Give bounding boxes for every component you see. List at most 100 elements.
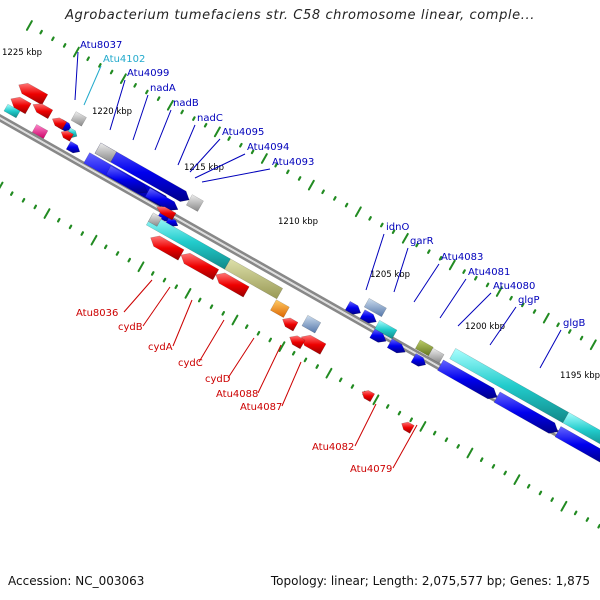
tick-mark-upper — [438, 255, 443, 261]
tick-mark-lower — [513, 474, 521, 485]
accession-text: Accession: NC_003063 — [8, 574, 145, 588]
callout-line — [392, 424, 418, 469]
tick-mark-lower — [9, 191, 14, 196]
gene-label-reverse: cydB — [118, 322, 143, 333]
tick-mark-upper — [380, 222, 384, 228]
tick-mark-lower — [231, 314, 239, 326]
tick-mark-lower — [385, 404, 390, 409]
reverse-gene-arrow — [156, 206, 177, 221]
gene-box — [94, 142, 117, 163]
gene-box — [562, 412, 600, 445]
tick-mark-upper — [415, 242, 419, 248]
gene-label-forward: nadC — [197, 113, 223, 124]
tick-label: 1200 kbp — [465, 322, 505, 332]
callout-line — [439, 278, 467, 319]
callout-line — [123, 279, 153, 313]
genes-layer — [3, 82, 600, 463]
gene-box — [301, 314, 322, 334]
tick-mark-upper — [556, 322, 560, 328]
callout-line — [201, 168, 271, 183]
gene-box — [363, 297, 387, 318]
callout-line — [257, 344, 282, 394]
callout-line — [142, 286, 171, 327]
gene-box — [3, 103, 21, 119]
gene-label-forward: Atu4080 — [493, 281, 535, 292]
reverse-gene-arrow — [215, 272, 250, 298]
tick-mark-upper — [133, 83, 137, 88]
tick-mark-lower — [115, 251, 120, 256]
tick-mark-lower — [0, 181, 4, 190]
forward-gene-arrow — [65, 140, 81, 154]
gene-label-forward: Atu4093 — [272, 157, 314, 168]
tick-mark-lower — [80, 231, 85, 236]
tick-mark-upper — [72, 46, 80, 58]
callout-line — [189, 138, 221, 173]
tick-mark-upper — [448, 259, 456, 271]
tick-mark-lower — [538, 490, 543, 496]
gene-label-forward: Atu4102 — [103, 54, 145, 65]
tick-mark-lower — [479, 457, 484, 462]
gene-label-forward: glgP — [518, 295, 540, 306]
tick-mark-upper — [297, 176, 302, 181]
tick-mark-lower — [268, 337, 273, 343]
forward-gene-arrow — [105, 165, 148, 194]
tick-mark-upper — [462, 269, 466, 274]
tick-mark-upper — [579, 335, 584, 341]
tick-mark-upper — [180, 109, 184, 115]
reverse-gene-arrow — [282, 317, 299, 332]
tick-mark-lower — [526, 483, 531, 489]
tick-mark-lower — [21, 197, 26, 203]
tick-label: 1210 kbp — [278, 217, 318, 227]
reverse-gene-arrow — [180, 252, 220, 281]
tick-mark-lower — [184, 288, 192, 299]
tick-mark-upper — [589, 339, 597, 351]
gene-label-forward: Atu4083 — [441, 252, 483, 263]
forward-gene-arrow — [165, 216, 179, 227]
tick-mark-lower — [585, 517, 590, 522]
tick-mark-lower — [90, 234, 98, 246]
tick-mark-lower — [174, 284, 179, 290]
tick-mark-lower — [127, 257, 132, 263]
reverse-gene-arrow — [32, 103, 54, 120]
callout-line — [365, 233, 385, 291]
callout-line — [172, 299, 193, 347]
map-title: Agrobacterium tumefaciens str. C58 chrom… — [65, 8, 535, 23]
callout-line — [177, 124, 196, 166]
tick-mark-lower — [338, 377, 343, 383]
callout-line — [74, 51, 79, 101]
reverse-gene-arrow — [401, 421, 415, 434]
tick-mark-lower — [444, 437, 449, 443]
tick-mark-upper — [51, 36, 55, 42]
gene-label-reverse: Atu4088 — [216, 389, 258, 400]
tick-mark-upper — [521, 302, 525, 308]
forward-gene-arrow — [437, 359, 498, 400]
forward-gene-arrow — [359, 309, 377, 324]
tick-mark-lower — [503, 470, 507, 476]
reverse-gene-arrow — [289, 335, 306, 350]
tick-mark-lower — [56, 217, 61, 223]
tick-mark-lower — [419, 421, 427, 432]
tick-mark-upper — [109, 69, 114, 75]
tick-mark-upper — [250, 149, 255, 155]
gene-label-forward: Atu4095 — [222, 127, 264, 138]
tick-mark-lower — [491, 464, 496, 469]
gene-label-forward: nadA — [150, 83, 176, 94]
callout-line — [457, 292, 492, 327]
tick-mark-upper — [260, 153, 268, 164]
gene-label-forward: Atu4094 — [247, 142, 289, 153]
tick-mark-lower — [303, 357, 308, 363]
tick-label: 1205 kbp — [370, 270, 410, 280]
tick-mark-lower — [197, 297, 202, 303]
gene-label-reverse: cydD — [205, 374, 231, 385]
tick-label: 1215 kbp — [184, 163, 224, 173]
tick-mark-upper — [368, 216, 372, 221]
tick-mark-upper — [321, 189, 325, 195]
tick-mark-upper — [344, 202, 349, 208]
tick-mark-upper — [239, 142, 243, 148]
tick-mark-lower — [256, 330, 261, 336]
callout-line — [413, 263, 440, 303]
tick-mark-upper — [119, 73, 127, 85]
gene-box — [70, 111, 87, 127]
